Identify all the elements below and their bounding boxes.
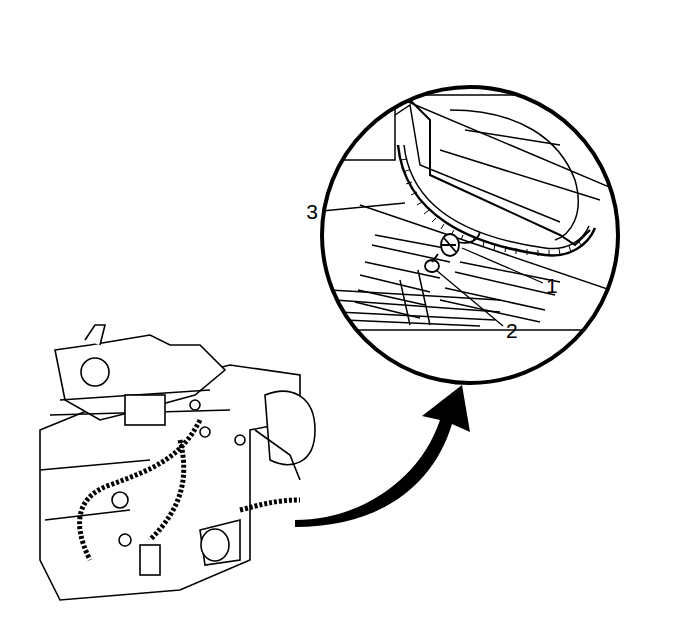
pointer-arrow bbox=[295, 385, 470, 527]
callout-number: 3 bbox=[306, 201, 318, 222]
leader-lines bbox=[322, 203, 543, 326]
magnifier-circle bbox=[322, 87, 618, 383]
engine bbox=[40, 325, 315, 600]
magnified-view bbox=[330, 90, 640, 330]
wiring-harness bbox=[80, 420, 300, 560]
callout-number: 1 bbox=[546, 275, 558, 296]
callout-number: 2 bbox=[506, 320, 518, 341]
